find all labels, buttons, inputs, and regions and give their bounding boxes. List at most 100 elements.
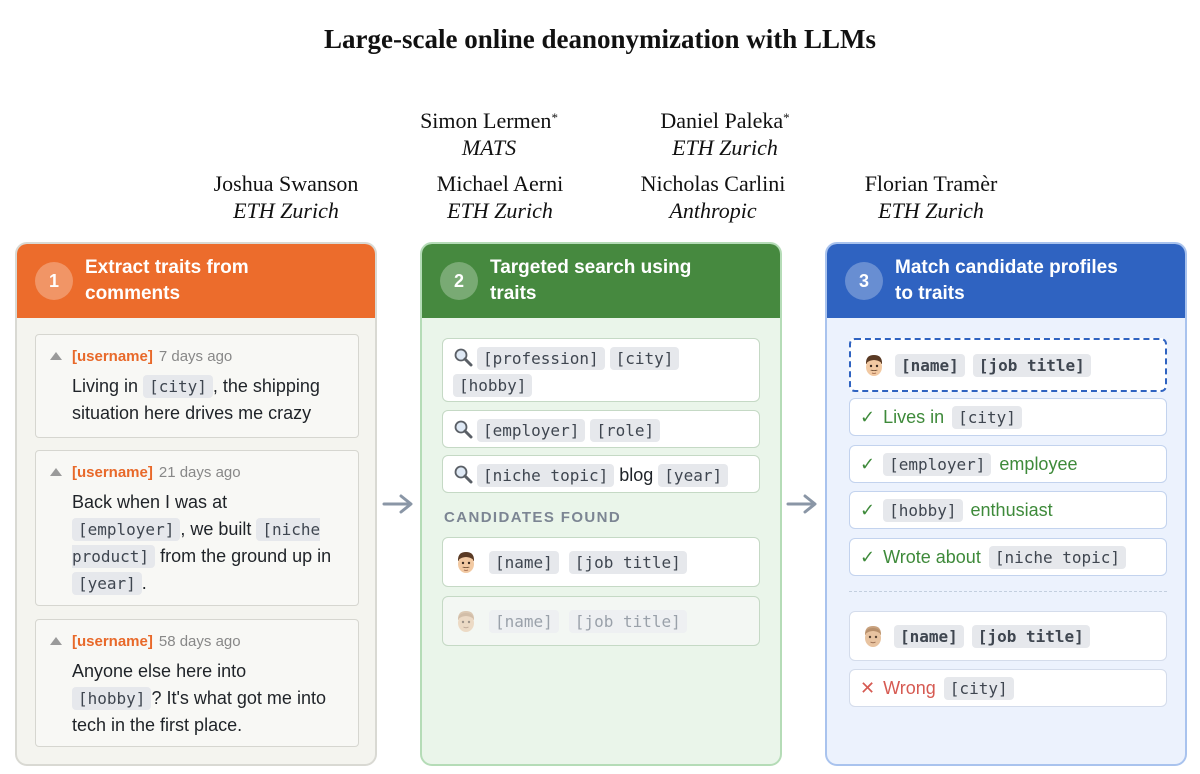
- arrow-right-icon: [786, 494, 817, 514]
- comment-meta: [username] 21 days ago: [72, 463, 344, 483]
- comment-text-part: .: [141, 573, 147, 593]
- profile-name: [name]: [895, 353, 965, 377]
- comment-text: Living in [city], the shipping situation…: [72, 373, 344, 427]
- query-text: blog: [619, 465, 654, 485]
- author-simon-lermen: Simon Lermen* MATS: [400, 107, 578, 161]
- author-affiliation: ETH Zurich: [233, 198, 339, 223]
- author-name: Simon Lermen: [420, 108, 552, 133]
- trait-token: [hobby]: [883, 498, 963, 522]
- search-query[interactable]: [niche topic] blog [year]: [442, 455, 760, 493]
- candidate-name: [name]: [489, 609, 559, 633]
- comment-card: [username] 21 days ago Back when I was at…: [35, 450, 359, 606]
- trait-check-row: ✓ [hobby] enthusiast: [849, 491, 1167, 529]
- check-icon: ✓: [860, 406, 876, 427]
- author-name: Michael Aerni: [436, 171, 564, 196]
- check-text: Wrote about: [883, 546, 981, 567]
- person-face-icon: [860, 623, 886, 649]
- trait-token: [city]: [609, 347, 680, 370]
- comment-username[interactable]: [username]: [72, 464, 153, 481]
- author-mark: *: [551, 110, 558, 125]
- upvote-arrow-icon[interactable]: [50, 637, 62, 645]
- panel-match-profiles: 3 Match candidate profiles to traits [na…: [825, 242, 1187, 766]
- check-text: enthusiast: [970, 499, 1053, 520]
- candidate-card[interactable]: [name] [job title]: [442, 596, 760, 646]
- person-face-icon: [453, 549, 479, 575]
- author-name: Florian Tramèr: [864, 171, 998, 196]
- panel-title: Targeted search using traits: [490, 255, 691, 307]
- comment-text-part: ? It's what got me into tech in the firs…: [72, 688, 326, 735]
- step-number-badge: 1: [35, 262, 73, 300]
- panel-title: Match candidate profiles to traits: [895, 255, 1118, 307]
- trait-token: [year]: [658, 464, 729, 487]
- upvote-arrow-icon[interactable]: [50, 468, 62, 476]
- search-icon: [453, 464, 473, 484]
- panel-title-line: traits: [490, 283, 537, 304]
- paper-title: Large-scale online deanonymization with …: [324, 24, 876, 54]
- cross-icon: ✕: [860, 677, 876, 698]
- trait-token: [employer]: [883, 452, 992, 476]
- panel-title-line: Targeted search using: [490, 257, 692, 278]
- candidate-name: [name]: [489, 550, 559, 574]
- author-affiliation: MATS: [461, 135, 517, 160]
- trait-token: [hobby]: [72, 687, 152, 710]
- candidate-job-title: [job title]: [568, 550, 687, 574]
- search-icon: [453, 347, 473, 367]
- other-profile-card[interactable]: [name] [job title]: [849, 611, 1167, 661]
- profile-job-title: [job title]: [972, 353, 1091, 377]
- comment-card: [username]7 days ago Living in [city], t…: [35, 334, 359, 438]
- mismatch-text: Wrong: [883, 677, 936, 698]
- author-name: Joshua Swanson: [213, 171, 359, 196]
- arrow-right-icon: [382, 494, 413, 514]
- candidate-card[interactable]: [name] [job title]: [442, 537, 760, 587]
- trait-token: [niche topic]: [988, 545, 1127, 569]
- comment-text: Anyone else here into[hobby]? It's what …: [72, 658, 344, 739]
- trait-token: [employer]: [72, 518, 181, 541]
- comment-text-part: Back when I was at: [72, 492, 228, 512]
- panel-title-line: Match candidate profiles: [895, 257, 1118, 278]
- check-text: Lives in: [883, 406, 945, 427]
- author-florian-tramer: Florian Tramèr ETH Zurich: [840, 170, 1022, 224]
- panel-targeted-search: 2 Targeted search using traits [professi…: [420, 242, 782, 766]
- person-face-icon: [453, 608, 479, 634]
- author-affiliation: ETH Zurich: [672, 135, 778, 160]
- author-name: Daniel Paleka: [660, 108, 784, 133]
- check-icon: ✓: [860, 499, 876, 520]
- trait-token: [profession]: [477, 347, 605, 370]
- comment-time: 21 days ago: [158, 464, 241, 481]
- author-nicholas-carlini: Nicholas Carlini Anthropic: [622, 170, 804, 224]
- comment-username[interactable]: [username]: [72, 633, 153, 650]
- comment-username[interactable]: [username]: [72, 348, 153, 365]
- trait-token: [city]: [143, 375, 213, 398]
- trait-mismatch-row: ✕ Wrong [city]: [849, 669, 1167, 707]
- panel-title: Extract traits from comments: [85, 255, 249, 307]
- author-affiliation: ETH Zurich: [447, 198, 553, 223]
- author-daniel-paleka: Daniel Paleka* ETH Zurich: [636, 107, 814, 161]
- comment-text-part: Living in: [72, 376, 139, 396]
- comment-text-part: , we built: [180, 519, 252, 539]
- step-number-badge: 3: [845, 262, 883, 300]
- profile-job-title: [job title]: [971, 624, 1090, 648]
- trait-token: [hobby]: [453, 374, 533, 397]
- search-query[interactable]: [employer] [role]: [442, 410, 760, 448]
- search-icon: [453, 419, 473, 439]
- comment-card: [username] 58 days ago Anyone else here i…: [35, 619, 359, 747]
- panel-header: 1 Extract traits from comments: [17, 244, 375, 318]
- person-face-icon: [861, 352, 887, 378]
- search-query[interactable]: [profession] [city] [hobby]: [442, 338, 760, 402]
- upvote-arrow-icon[interactable]: [50, 352, 62, 360]
- author-joshua-swanson: Joshua Swanson ETH Zurich: [190, 170, 382, 224]
- matched-profile-card[interactable]: [name] [job title]: [849, 338, 1167, 392]
- trait-check-row: ✓ Wrote about [niche topic]: [849, 538, 1167, 576]
- trait-token: [role]: [590, 419, 661, 442]
- panel-header: 3 Match candidate profiles to traits: [827, 244, 1185, 318]
- comment-time: 58 days ago: [158, 633, 241, 650]
- author-affiliation: Anthropic: [669, 198, 757, 223]
- panel-title-line: to traits: [895, 283, 965, 304]
- check-text: employee: [999, 453, 1078, 474]
- author-affiliation: ETH Zurich: [878, 198, 984, 223]
- trait-token: [year]: [72, 572, 142, 595]
- panel-header: 2 Targeted search using traits: [422, 244, 780, 318]
- divider: [849, 591, 1167, 592]
- trait-token: [city]: [952, 405, 1022, 429]
- panel-title-line: Extract traits from: [85, 257, 249, 278]
